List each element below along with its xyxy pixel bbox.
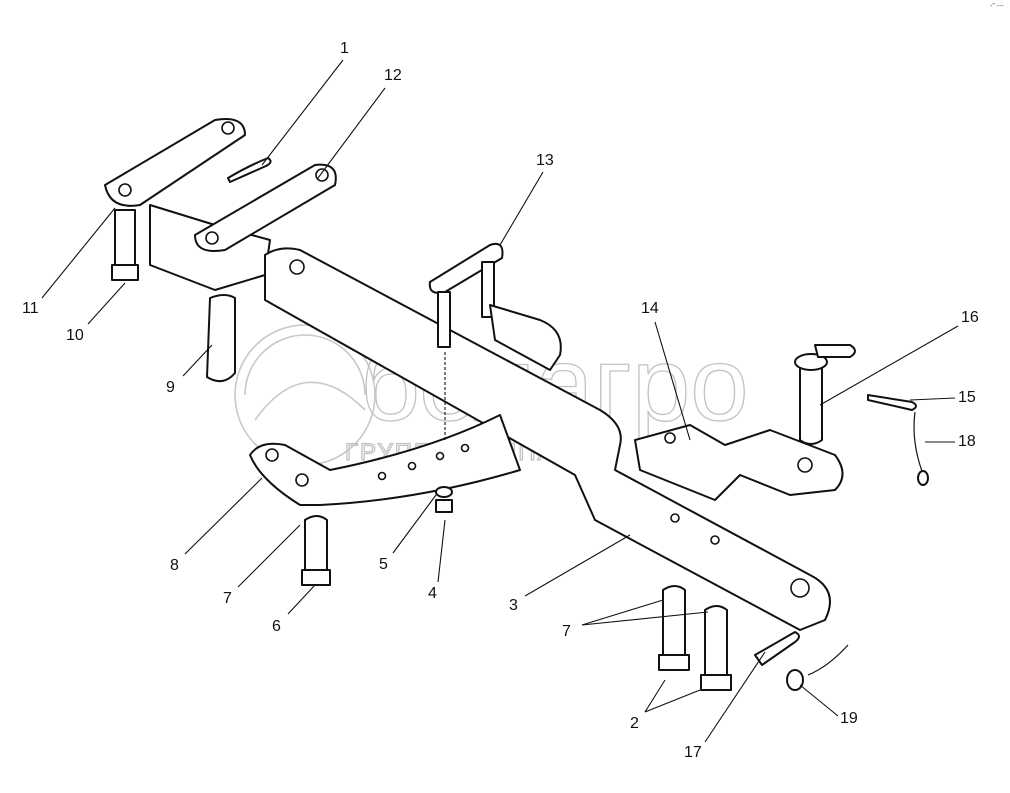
callout-label-16: 16 [961, 309, 979, 326]
leader-line [704, 651, 766, 743]
bolts-and-fasteners [301, 394, 929, 691]
callout-label-5: 5 [379, 556, 388, 573]
callout-label-14: 14 [641, 300, 659, 317]
leader-line [87, 282, 126, 325]
callout-label-8: 8 [170, 557, 179, 574]
callout-label-1: 1 [340, 40, 349, 57]
callout-label-18: 18 [958, 433, 976, 450]
callout-label-13: 13 [536, 152, 554, 169]
leader-line [581, 599, 664, 626]
callout-labels: 1 12 13 11 10 9 8 7 6 5 4 3 14 16 15 18 7 2 17 19 [22, 40, 979, 761]
callout-label-17: 17 [684, 744, 702, 761]
leader-line [524, 534, 631, 597]
leader-line [819, 325, 959, 406]
callout-label-2: 2 [630, 715, 639, 732]
hitch-block [634, 424, 844, 501]
leader-line [392, 494, 437, 554]
leader-line [437, 519, 446, 583]
leader-line [184, 477, 263, 555]
clamp-u-bolt [428, 242, 562, 440]
callout-label-4: 4 [428, 585, 437, 602]
leader-line [909, 397, 956, 401]
callout-label-7: 7 [562, 623, 571, 640]
leader-line [182, 344, 213, 377]
leader-line [317, 87, 386, 179]
callout-label-10: 10 [66, 327, 84, 344]
leader-line [644, 689, 701, 713]
leader-line [41, 207, 116, 299]
leader-line [287, 584, 316, 615]
callout-label-12: 12 [384, 67, 402, 84]
leader-line [654, 321, 691, 441]
callout-label-7: 7 [223, 590, 232, 607]
callout-label-11: 11 [22, 300, 39, 317]
corner-mark: -" --- [990, 3, 1004, 10]
callout-label-19: 19 [840, 710, 858, 727]
callout-label-3: 3 [509, 597, 518, 614]
sector-plate [249, 414, 521, 506]
callout-label-6: 6 [272, 618, 281, 635]
leader-line [581, 611, 709, 626]
leader-line [237, 524, 301, 588]
hitch-pin [794, 344, 856, 445]
drawbar [264, 247, 831, 631]
leader-line [499, 171, 544, 246]
leader-line [644, 679, 666, 713]
callout-label-9: 9 [166, 379, 175, 396]
callout-label-15: 15 [958, 389, 976, 406]
leader-line [799, 684, 839, 717]
leader-line [261, 59, 344, 166]
